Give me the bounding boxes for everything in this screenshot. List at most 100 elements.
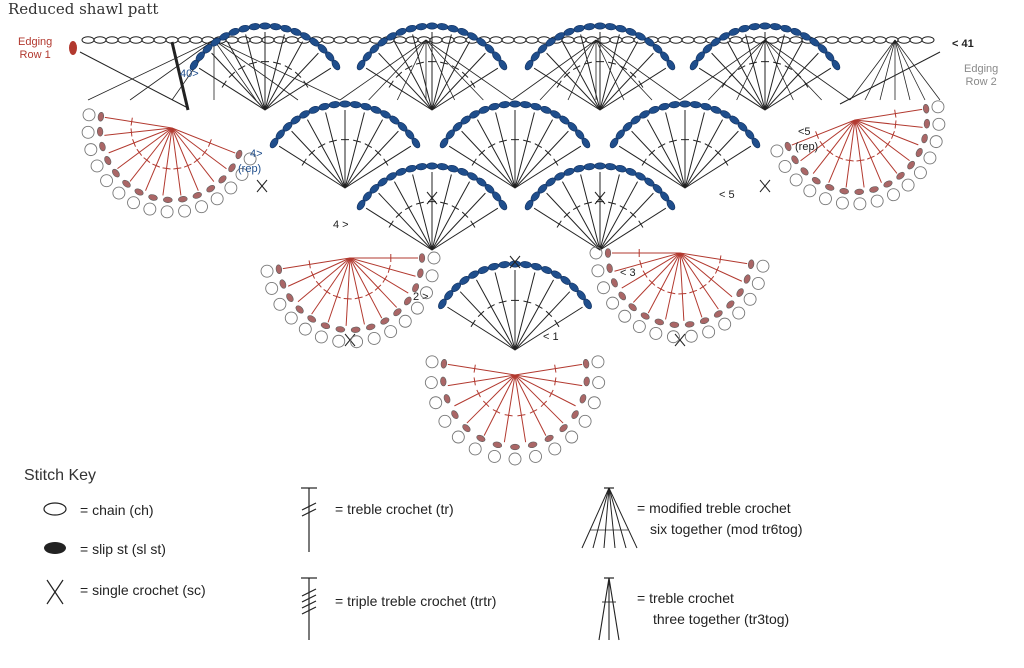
- treble-stitch: [561, 181, 601, 251]
- row-label-5a: <5: [798, 126, 811, 138]
- treble-tick: [523, 300, 532, 304]
- edging-chain-stitch: [784, 141, 792, 152]
- blue-chain-stitch: [604, 163, 617, 171]
- chain-stitch: [921, 36, 935, 44]
- trtr-stitch: [514, 363, 583, 376]
- picot-stitch: [429, 396, 443, 410]
- pattern-title: Reduced shawl patt: [8, 0, 159, 18]
- trtr-tick: [136, 148, 143, 156]
- cluster-stitch: [764, 39, 822, 101]
- blue-chain-stitch: [438, 298, 447, 310]
- edging-chain-stitch: [922, 103, 930, 114]
- blue-chain-stitch: [498, 101, 511, 109]
- trtr-stitch: [171, 127, 199, 191]
- key-tr3-label-1: = treble crochet: [637, 590, 734, 606]
- edging-chain-stitch: [606, 263, 613, 273]
- trtr-tick: [891, 131, 895, 139]
- edging-chain-stitch: [684, 321, 695, 328]
- cluster-stitch: [511, 39, 597, 101]
- edging-chain-stitch: [335, 326, 346, 333]
- trtr-stitch: [311, 257, 351, 315]
- treble-tick: [794, 71, 802, 78]
- treble-stitch: [412, 34, 433, 111]
- chain-stitch: [849, 36, 863, 44]
- edging-chain-stitch: [736, 288, 744, 298]
- trtr-stitch: [647, 252, 681, 314]
- picot-stitch: [224, 181, 238, 195]
- trtr-stitch: [297, 257, 351, 303]
- treble-tick: [737, 65, 746, 70]
- blue-chain-stitch: [426, 22, 438, 30]
- chain-stitch: [81, 36, 95, 44]
- chain-stitch: [441, 36, 455, 44]
- treble-tick: [668, 139, 677, 143]
- trtr-stitch: [621, 252, 681, 289]
- treble-tick: [451, 205, 460, 210]
- chain-stitch: [501, 36, 515, 44]
- chain-stitch: [405, 36, 419, 44]
- edging-chain-stitch: [148, 194, 158, 201]
- treble-tick: [374, 149, 382, 156]
- treble-tick: [583, 201, 592, 205]
- picot-stitch: [932, 117, 946, 131]
- blue-chain-stitch: [318, 102, 330, 111]
- treble-tick: [440, 201, 449, 205]
- blue-chain-stitch: [405, 24, 417, 33]
- edging-chain-stitch: [440, 358, 448, 369]
- trtr-tick: [143, 157, 151, 163]
- chain-stitch: [117, 36, 131, 44]
- cluster-stitch: [396, 39, 427, 101]
- treble-stitch: [476, 119, 516, 189]
- treble-tick: [641, 158, 647, 166]
- treble-stitch: [599, 207, 667, 251]
- blue-chain-stitch: [415, 163, 428, 171]
- chain-stitch: [513, 36, 527, 44]
- treble-tick: [353, 139, 362, 143]
- trtr-tick: [308, 260, 311, 269]
- chain-stitch: [525, 36, 539, 44]
- treble-tick: [773, 61, 782, 65]
- single-crochet: [426, 191, 438, 205]
- trtr-stitch: [800, 119, 856, 162]
- blue-chain-stitch: [748, 23, 761, 31]
- trtr-tick: [884, 140, 891, 148]
- treble-tick: [328, 139, 337, 143]
- treble-tick: [714, 149, 722, 156]
- single-crochet: [759, 179, 771, 193]
- treble-tick: [553, 158, 559, 166]
- chain-stitch: [249, 36, 263, 44]
- single-crochet: [256, 179, 268, 193]
- trtr-stitch: [104, 127, 173, 136]
- blue-chain-stitch: [238, 24, 250, 33]
- key-chain-label: = chain (ch): [80, 502, 154, 518]
- treble-stitch: [476, 279, 516, 351]
- trtr-tick: [173, 167, 182, 170]
- picot-stitch: [488, 450, 501, 463]
- tr3tog-icon: [608, 577, 620, 641]
- treble-tick: [470, 220, 476, 228]
- key-mod-label-2: six together (mod tr6tog): [650, 521, 803, 537]
- treble-tick: [721, 80, 727, 88]
- slip-stitch-icon: [44, 542, 66, 554]
- cluster-stitch: [736, 39, 766, 101]
- treble-stitch: [514, 306, 583, 351]
- blue-chain-stitch: [700, 102, 712, 111]
- blue-chain-stitch: [609, 137, 619, 149]
- blue-chain-stitch: [519, 101, 532, 109]
- mod-tr6tog-icon: [592, 487, 610, 549]
- treble-tick: [556, 80, 562, 88]
- treble-tick: [638, 220, 644, 228]
- treble-stitch: [599, 34, 620, 111]
- treble-stitch: [264, 67, 332, 111]
- trtr-tick: [183, 163, 192, 168]
- treble-stitch: [684, 145, 752, 189]
- trtr-tick: [387, 264, 391, 273]
- picot-stitch: [931, 100, 945, 114]
- picot-stitch: [195, 200, 208, 214]
- treble-stitch: [344, 112, 365, 189]
- cluster-stitch: [425, 39, 484, 101]
- blue-chain-stitch: [415, 23, 428, 31]
- picot-stitch: [702, 325, 716, 339]
- treble-stitch: [546, 192, 601, 251]
- row-label-4b: 4 >: [333, 219, 349, 231]
